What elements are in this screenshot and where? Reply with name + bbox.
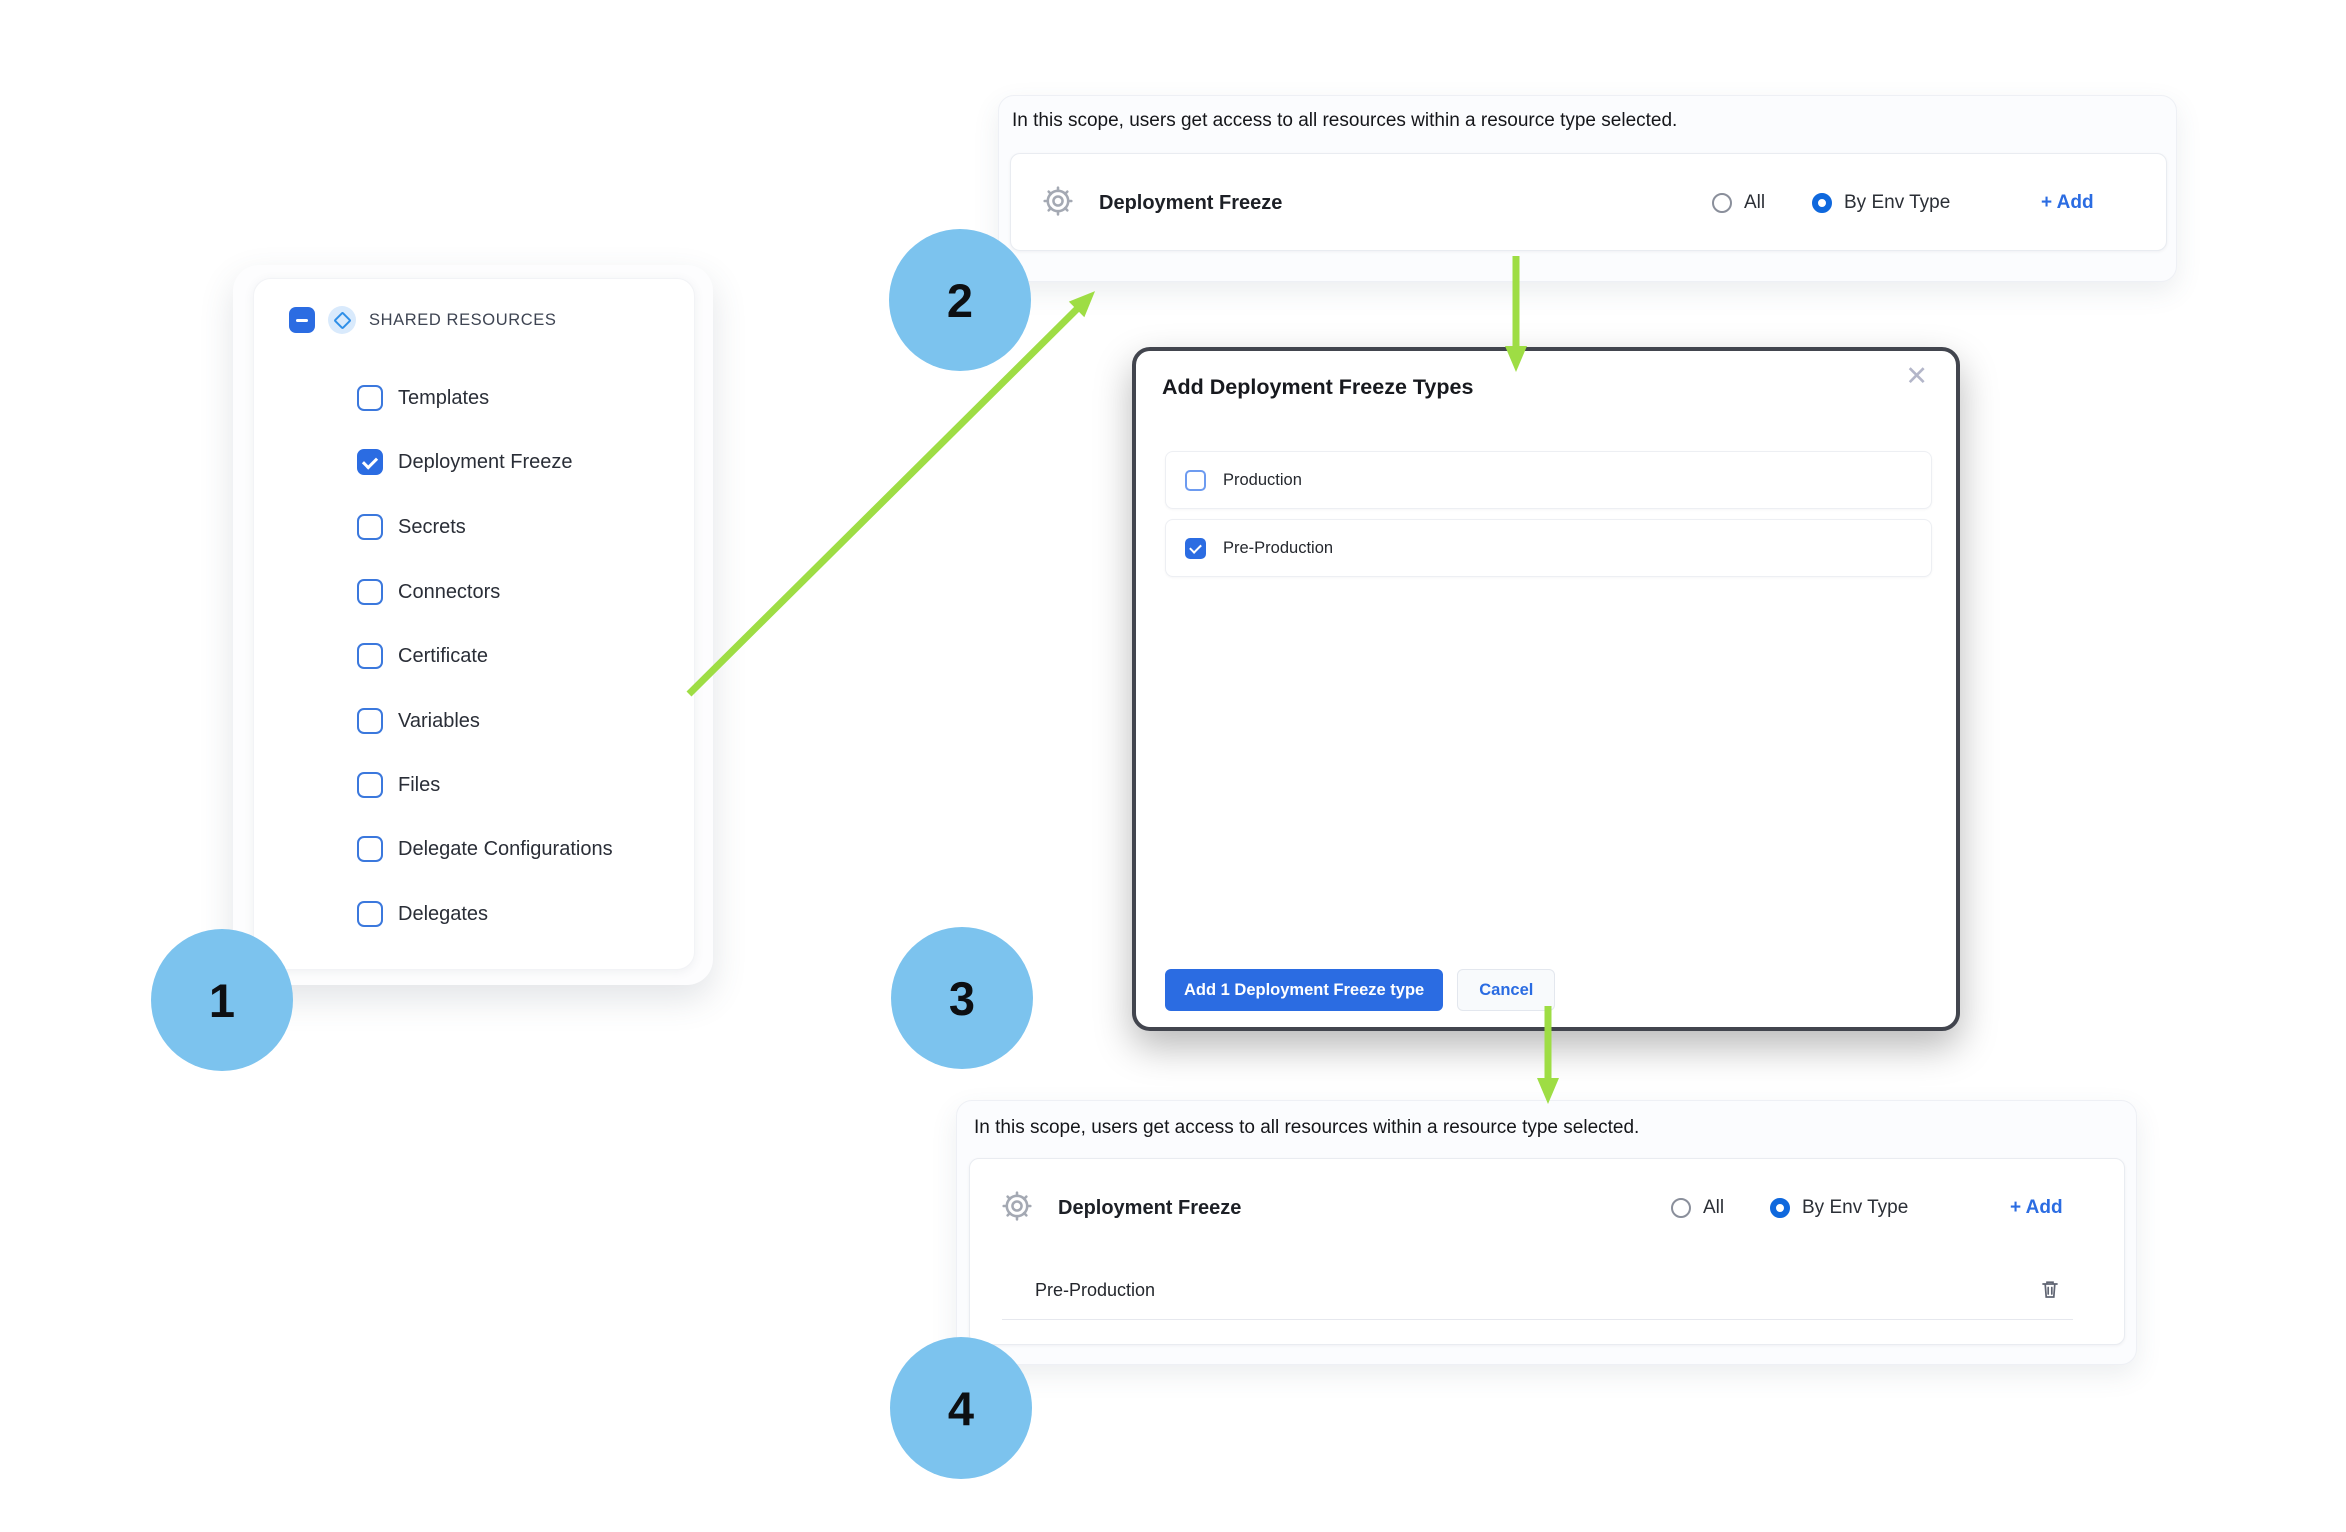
- scope-description: In this scope, users get access to all r…: [974, 1117, 1640, 1138]
- scope-panel-bottom: In this scope, users get access to all r…: [956, 1100, 2137, 1365]
- checkbox-templates[interactable]: [357, 385, 383, 411]
- list-item-delegate-configurations[interactable]: Delegate Configurations: [357, 833, 613, 865]
- list-item-variables[interactable]: Variables: [357, 705, 480, 737]
- list-item-label: Delegate Configurations: [398, 837, 613, 860]
- radio-option-by-env-type[interactable]: By Env Type: [1770, 1197, 1908, 1219]
- modal-option-label: Production: [1223, 470, 1302, 489]
- gear-icon: [1000, 1189, 1034, 1228]
- list-item-files[interactable]: Files: [357, 769, 440, 801]
- row-divider: [1002, 1319, 2073, 1320]
- list-item-label: Certificate: [398, 644, 489, 667]
- modal-option-label: Pre-Production: [1223, 538, 1334, 557]
- checkbox-secrets[interactable]: [357, 514, 383, 540]
- checkbox-connectors[interactable]: [357, 579, 383, 605]
- selected-type-pre-production: Pre-Production: [1035, 1280, 1156, 1300]
- modal-footer: Add 1 Deployment Freeze type Cancel: [1165, 969, 1556, 1011]
- radio-all-label: All: [1703, 1197, 1725, 1218]
- list-item-secrets[interactable]: Secrets: [357, 511, 466, 543]
- radio-option-all[interactable]: All: [1712, 192, 1765, 214]
- step-number: 4: [947, 1381, 975, 1435]
- checkbox-files[interactable]: [357, 772, 383, 798]
- step-number: 3: [948, 971, 976, 1025]
- checkbox-variables[interactable]: [357, 708, 383, 734]
- list-item-label: Secrets: [398, 515, 466, 538]
- list-item-connectors[interactable]: Connectors: [357, 576, 500, 608]
- scope-description: In this scope, users get access to all r…: [1012, 110, 1678, 131]
- radio-by-env-type[interactable]: [1770, 1198, 1790, 1218]
- list-item-label: Templates: [398, 386, 490, 409]
- modal-option-pre-production[interactable]: Pre-Production: [1165, 519, 1932, 577]
- minus-icon: [296, 318, 308, 322]
- resource-type-list: Templates Deployment Freeze Secrets Conn…: [254, 279, 694, 969]
- add-link[interactable]: + Add: [2041, 192, 2094, 213]
- checkbox-production[interactable]: [1185, 469, 1206, 491]
- checkbox-delegate-configurations[interactable]: [357, 836, 383, 862]
- add-deployment-freeze-types-modal: Add Deployment Freeze Types ✕ Production…: [1132, 347, 1960, 1031]
- step-badge-1: 1: [151, 929, 293, 1071]
- radio-option-by-env-type[interactable]: By Env Type: [1812, 192, 1950, 214]
- checkbox-delegates[interactable]: [357, 901, 383, 927]
- add-link[interactable]: + Add: [2010, 1197, 2063, 1218]
- step-number: 2: [946, 273, 974, 327]
- checkbox-certificate[interactable]: [357, 643, 383, 669]
- close-icon[interactable]: ✕: [1905, 361, 1928, 391]
- resource-row-card-top: Deployment Freeze All By Env Type + Add: [1010, 153, 2167, 251]
- resource-name: Deployment Freeze: [1099, 192, 1283, 214]
- radio-option-all[interactable]: All: [1671, 1197, 1724, 1219]
- step-badge-4: 4: [890, 1337, 1032, 1479]
- radio-by-env-type[interactable]: [1812, 193, 1832, 213]
- resource-row-card-bottom: Deployment Freeze All By Env Type + Add …: [969, 1158, 2125, 1345]
- resource-name: Deployment Freeze: [1058, 1197, 1242, 1219]
- confirm-add-button[interactable]: Add 1 Deployment Freeze type: [1165, 969, 1444, 1011]
- list-item-certificate[interactable]: Certificate: [357, 640, 488, 672]
- shared-resources-title: SHARED RESOURCES: [369, 310, 557, 329]
- list-item-label: Variables: [398, 709, 480, 732]
- delete-type-button[interactable]: [2038, 1277, 2062, 1304]
- list-item-label: Files: [398, 773, 441, 796]
- modal-option-production[interactable]: Production: [1165, 451, 1932, 509]
- step-badge-2: 2: [889, 229, 1031, 371]
- collapse-toggle-button[interactable]: [289, 307, 315, 333]
- cancel-button[interactable]: Cancel: [1457, 969, 1556, 1011]
- list-item-label: Connectors: [398, 580, 501, 603]
- list-item-deployment-freeze[interactable]: Deployment Freeze: [357, 446, 573, 478]
- step-badge-3: 3: [891, 927, 1033, 1069]
- radio-by-env-type-label: By Env Type: [1844, 192, 1951, 213]
- list-item-templates[interactable]: Templates: [357, 382, 489, 414]
- modal-title: Add Deployment Freeze Types: [1162, 375, 1474, 399]
- radio-by-env-type-label: By Env Type: [1802, 1197, 1909, 1218]
- step-number: 1: [208, 973, 236, 1027]
- scope-panel-top: In this scope, users get access to all r…: [998, 95, 2177, 282]
- shared-resources-panel: SHARED RESOURCES Templates Deployment Fr…: [253, 278, 695, 970]
- trash-icon: [2038, 1281, 2062, 1304]
- radio-all[interactable]: [1712, 193, 1732, 213]
- arrow-panel-to-top-card: [686, 291, 1096, 697]
- gear-icon: [1041, 184, 1075, 223]
- list-item-label: Deployment Freeze: [398, 450, 573, 473]
- checkbox-deployment-freeze[interactable]: [357, 449, 383, 475]
- shared-resources-icon: [328, 306, 356, 334]
- list-item-label: Delegates: [398, 902, 489, 925]
- list-item-delegates[interactable]: Delegates: [357, 898, 488, 930]
- checkbox-pre-production[interactable]: [1185, 537, 1206, 559]
- radio-all[interactable]: [1671, 1198, 1691, 1218]
- shared-resources-header: SHARED RESOURCES: [289, 306, 556, 334]
- radio-all-label: All: [1744, 192, 1766, 213]
